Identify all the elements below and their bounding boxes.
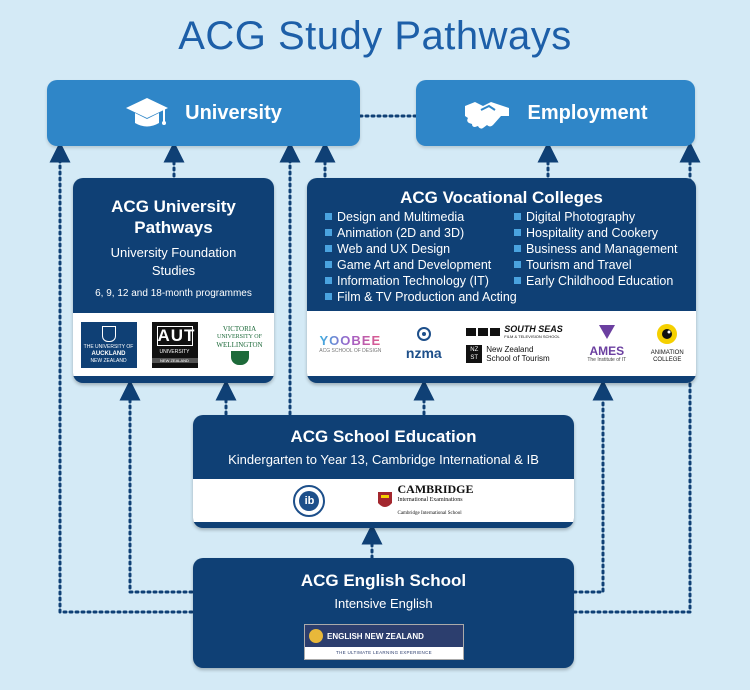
english-title: ACG English School bbox=[300, 571, 467, 590]
pathways-subtitle-line2: Studies bbox=[151, 263, 196, 278]
aut-logo: AUT UNIVERSITY NEW ZEALAND bbox=[151, 321, 198, 368]
vocational-item: Design and Multimedia bbox=[325, 209, 517, 225]
english-subtitle: Intensive English bbox=[334, 596, 433, 611]
pathways-programmes: 6, 9, 12 and 18-month programmes bbox=[95, 288, 252, 299]
employment-box: Employment bbox=[416, 80, 695, 146]
school-education-box: ACG School Education Kindergarten to Yea… bbox=[193, 415, 574, 528]
vocational-item: Tourism and Travel bbox=[514, 257, 677, 273]
ames-logo: AMES The Institute of IT bbox=[587, 324, 626, 363]
vocational-item: Hospitality and Cookery bbox=[514, 225, 677, 241]
nzma-logo: nzma bbox=[406, 327, 442, 360]
vocational-item: Game Art and Development bbox=[325, 257, 517, 273]
pathways-subtitle-line1: University Foundation bbox=[110, 245, 237, 260]
vocational-colleges-box: ACG Vocational Colleges Design and Multi… bbox=[307, 178, 696, 383]
handshake-icon bbox=[465, 102, 510, 129]
vocational-item: Digital Photography bbox=[514, 209, 677, 225]
vocational-item: Animation (2D and 3D) bbox=[325, 225, 517, 241]
english-school-box: ACG English School Intensive English ENG… bbox=[193, 558, 574, 668]
animation-college-logo: ANIMATION COLLEGE bbox=[651, 323, 684, 364]
school-title: ACG School Education bbox=[290, 427, 477, 446]
vocational-item: Film & TV Production and Acting bbox=[325, 289, 517, 305]
vocational-logos: YOOBEE ACG SCHOOL OF DESIGN nzma SOUTH S… bbox=[307, 311, 696, 376]
university-label: University bbox=[185, 101, 282, 124]
vocational-item: Business and Management bbox=[514, 241, 677, 257]
school-logos: ib CAMBRIDGE International Examinations … bbox=[193, 479, 574, 522]
english-new-zealand-logo: ENGLISH NEW ZEALAND THE ULTIMATE LEARNIN… bbox=[304, 624, 464, 660]
graduation-cap-icon bbox=[126, 98, 169, 127]
school-subtitle: Kindergarten to Year 13, Cambridge Inter… bbox=[228, 452, 539, 467]
victoria-logo: VICTORIA UNIVERSITY OF WELLINGTON bbox=[213, 325, 267, 365]
page-title: ACG Study Pathways bbox=[178, 14, 572, 58]
vocational-item: Web and UX Design bbox=[325, 241, 517, 257]
south-seas-nzst-logo: SOUTH SEAS FILM & TELEVISION SCHOOL NZ S… bbox=[466, 324, 563, 363]
ib-logo: ib bbox=[293, 484, 326, 517]
vocational-item: Early Childhood Education bbox=[514, 273, 677, 289]
university-logos: THE UNIVERSITY OF AUCKLAND NEW ZEALAND A… bbox=[73, 313, 274, 376]
university-pathways-box: ACG University Pathways University Found… bbox=[73, 178, 274, 383]
university-box: University bbox=[47, 80, 360, 146]
vocational-title: ACG Vocational Colleges bbox=[400, 188, 603, 207]
pathways-title-line1: ACG University bbox=[111, 197, 236, 216]
cambridge-logo: CAMBRIDGE International Examinations Cam… bbox=[377, 483, 474, 518]
employment-label: Employment bbox=[527, 101, 648, 124]
vocational-item: Information Technology (IT) bbox=[325, 273, 517, 289]
yoobee-logo: YOOBEE ACG SCHOOL OF DESIGN bbox=[319, 333, 382, 354]
auckland-logo: THE UNIVERSITY OF AUCKLAND NEW ZEALAND bbox=[80, 321, 137, 368]
pathways-title-line2: Pathways bbox=[134, 218, 213, 237]
